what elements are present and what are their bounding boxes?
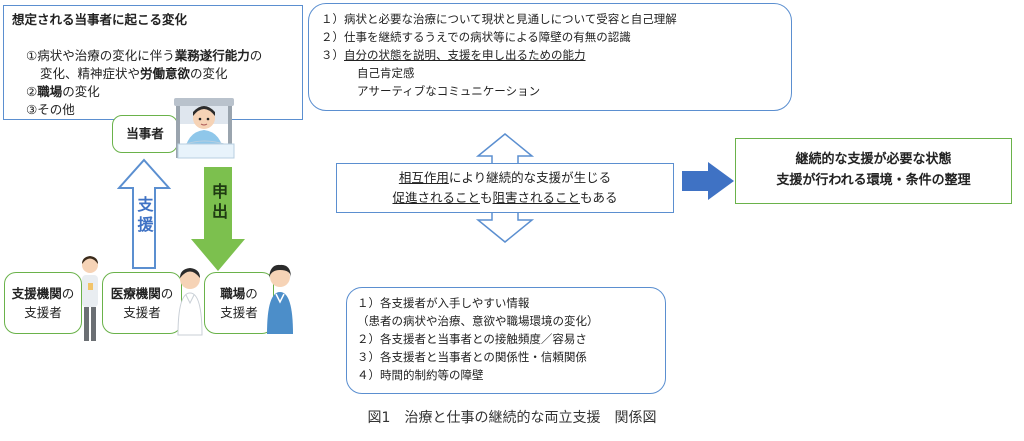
medical-supporter-box: 医療機関の 支援者 xyxy=(102,272,182,334)
agency-supporter-line2: 支援者 xyxy=(24,305,62,320)
interaction-line2: 促進されることも阻害されることもある xyxy=(392,190,618,205)
workplace-supporter-box: 職場の 支援者 xyxy=(204,272,274,334)
self-understanding-line4: 自己肯定感 xyxy=(357,66,415,80)
workplace-supporter-line2: 支援者 xyxy=(220,305,258,320)
patient-box: 当事者 xyxy=(112,115,178,153)
medical-supporter-line1: 医療機関の xyxy=(110,286,174,301)
expected-changes-title: 想定される当事者に起こる変化 xyxy=(12,12,188,27)
support-arrow-up-icon xyxy=(117,158,171,270)
expected-changes-box: 想定される当事者に起こる変化 ①病状や治療の変化に伴う業務遂行能力の 変化、精神… xyxy=(3,5,303,120)
right-arrow-icon xyxy=(680,160,736,202)
self-understanding-line3: ３）自分の状態を説明、支援を申し出るための能力 xyxy=(321,48,586,62)
expected-changes-item3: ③その他 xyxy=(26,102,75,117)
agency-supporter-line1: 支援機関の xyxy=(11,286,75,301)
supporter-factors-box: １）各支援者が入手しやすい情報 （患者の病状や治療、意欲や職場環境の変化） ２）… xyxy=(346,287,666,394)
continuous-support-box: 継続的な支援が必要な状態 支援が行われる環境・条件の整理 xyxy=(735,138,1012,204)
support-label: 支援 xyxy=(134,196,154,236)
request-arrow-down-icon xyxy=(189,165,247,273)
agency-supporter-box: 支援機関の 支援者 xyxy=(4,272,82,334)
supporter-factors-line4: ３）各支援者と当事者との関係性・信頼関係 xyxy=(357,350,587,364)
patient-label: 当事者 xyxy=(126,126,164,141)
supporter-factors-line3: ２）各支援者と当事者との接触頻度／容易さ xyxy=(357,332,587,346)
nurse-icon xyxy=(172,265,208,337)
expected-changes-item2: ②職場の変化 xyxy=(26,84,100,99)
figure-caption: 図1 治療と仕事の継続的な両立支援 関係図 xyxy=(367,410,657,426)
self-understanding-line2: ２）仕事を継続するうえでの病状等による障壁の有無の認識 xyxy=(321,30,631,44)
self-understanding-line5: アサーティブなコミュニケーション xyxy=(357,84,541,98)
request-label: 申出 xyxy=(209,183,228,223)
office-worker-icon xyxy=(262,262,298,336)
supporter-factors-line2: （患者の病状や治療、意欲や職場環境の変化） xyxy=(357,314,599,328)
patient-in-bed-icon xyxy=(166,92,246,162)
expected-changes-item1-line2: 変化、精神症状や労働意欲の変化 xyxy=(40,66,228,81)
interaction-line1: 相互作用により継続的な支援が生じる xyxy=(398,170,612,185)
continuous-support-line1: 継続的な支援が必要な状態 xyxy=(795,152,952,167)
interaction-box: 相互作用により継続的な支援が生じる 促進されることも阻害されることもある xyxy=(336,163,674,213)
self-understanding-box: １）病状と必要な治療について現状と見通しについて受容と自己理解 ２）仕事を継続す… xyxy=(308,3,792,111)
expected-changes-item1: ①病状や治療の変化に伴う業務遂行能力の xyxy=(26,48,263,63)
medical-supporter-line2: 支援者 xyxy=(123,305,161,320)
continuous-support-line2: 支援が行われる環境・条件の整理 xyxy=(776,173,971,188)
supporter-factors-line1: １）各支援者が入手しやすい情報 xyxy=(357,296,530,310)
self-understanding-line1: １）病状と必要な治療について現状と見通しについて受容と自己理解 xyxy=(321,12,677,26)
supporter-factors-line5: ４）時間的制約等の障壁 xyxy=(357,368,484,382)
workplace-supporter-line1: 職場の xyxy=(220,286,258,301)
agency-staff-icon xyxy=(76,253,104,345)
